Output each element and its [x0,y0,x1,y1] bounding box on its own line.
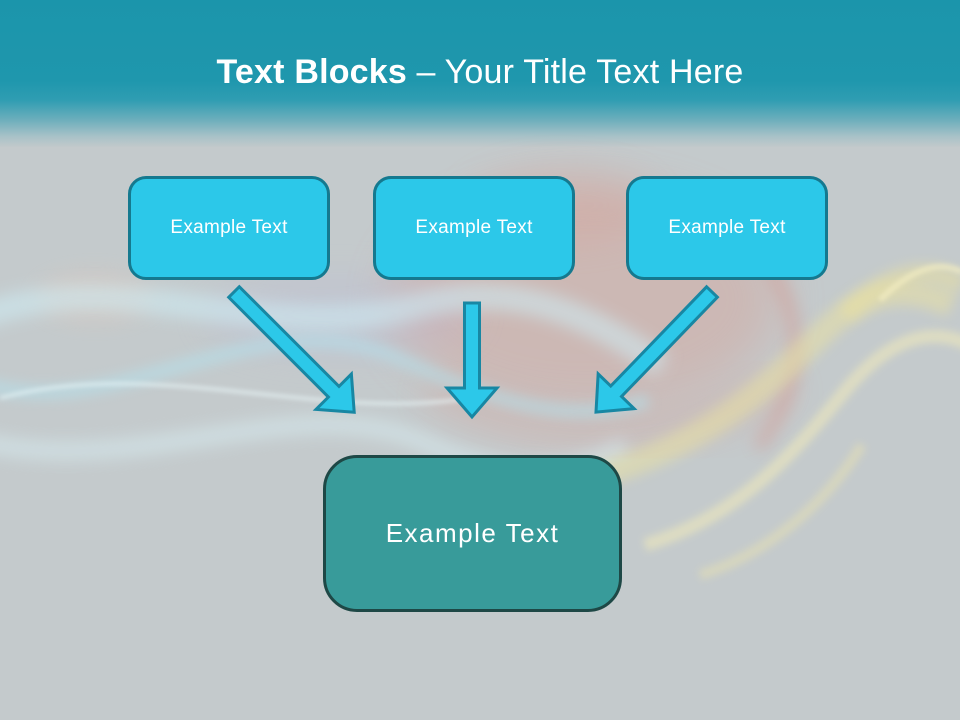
text-block-2[interactable]: Example Text [373,176,575,280]
text-block-1[interactable]: Example Text [128,176,330,280]
summary-text-block[interactable]: Example Text [323,455,622,612]
slide-header: Text Blocks– Your Title Text Here [0,0,960,147]
arrow-down-icon[interactable] [443,301,501,420]
slide-title: Text Blocks– Your Title Text Here [216,53,743,94]
text-block-3-label: Example Text [668,217,786,238]
text-block-1-label: Example Text [170,217,288,238]
text-block-3[interactable]: Example Text [626,176,828,280]
arrow-down-right-icon[interactable] [216,274,372,430]
title-text-rest: – Your Title Text Here [416,53,744,91]
text-block-2-label: Example Text [415,217,533,238]
arrow-down-left-icon[interactable] [578,275,730,430]
title-text-emphasis: Text Blocks [216,53,408,91]
summary-text-block-label: Example Text [385,518,560,548]
